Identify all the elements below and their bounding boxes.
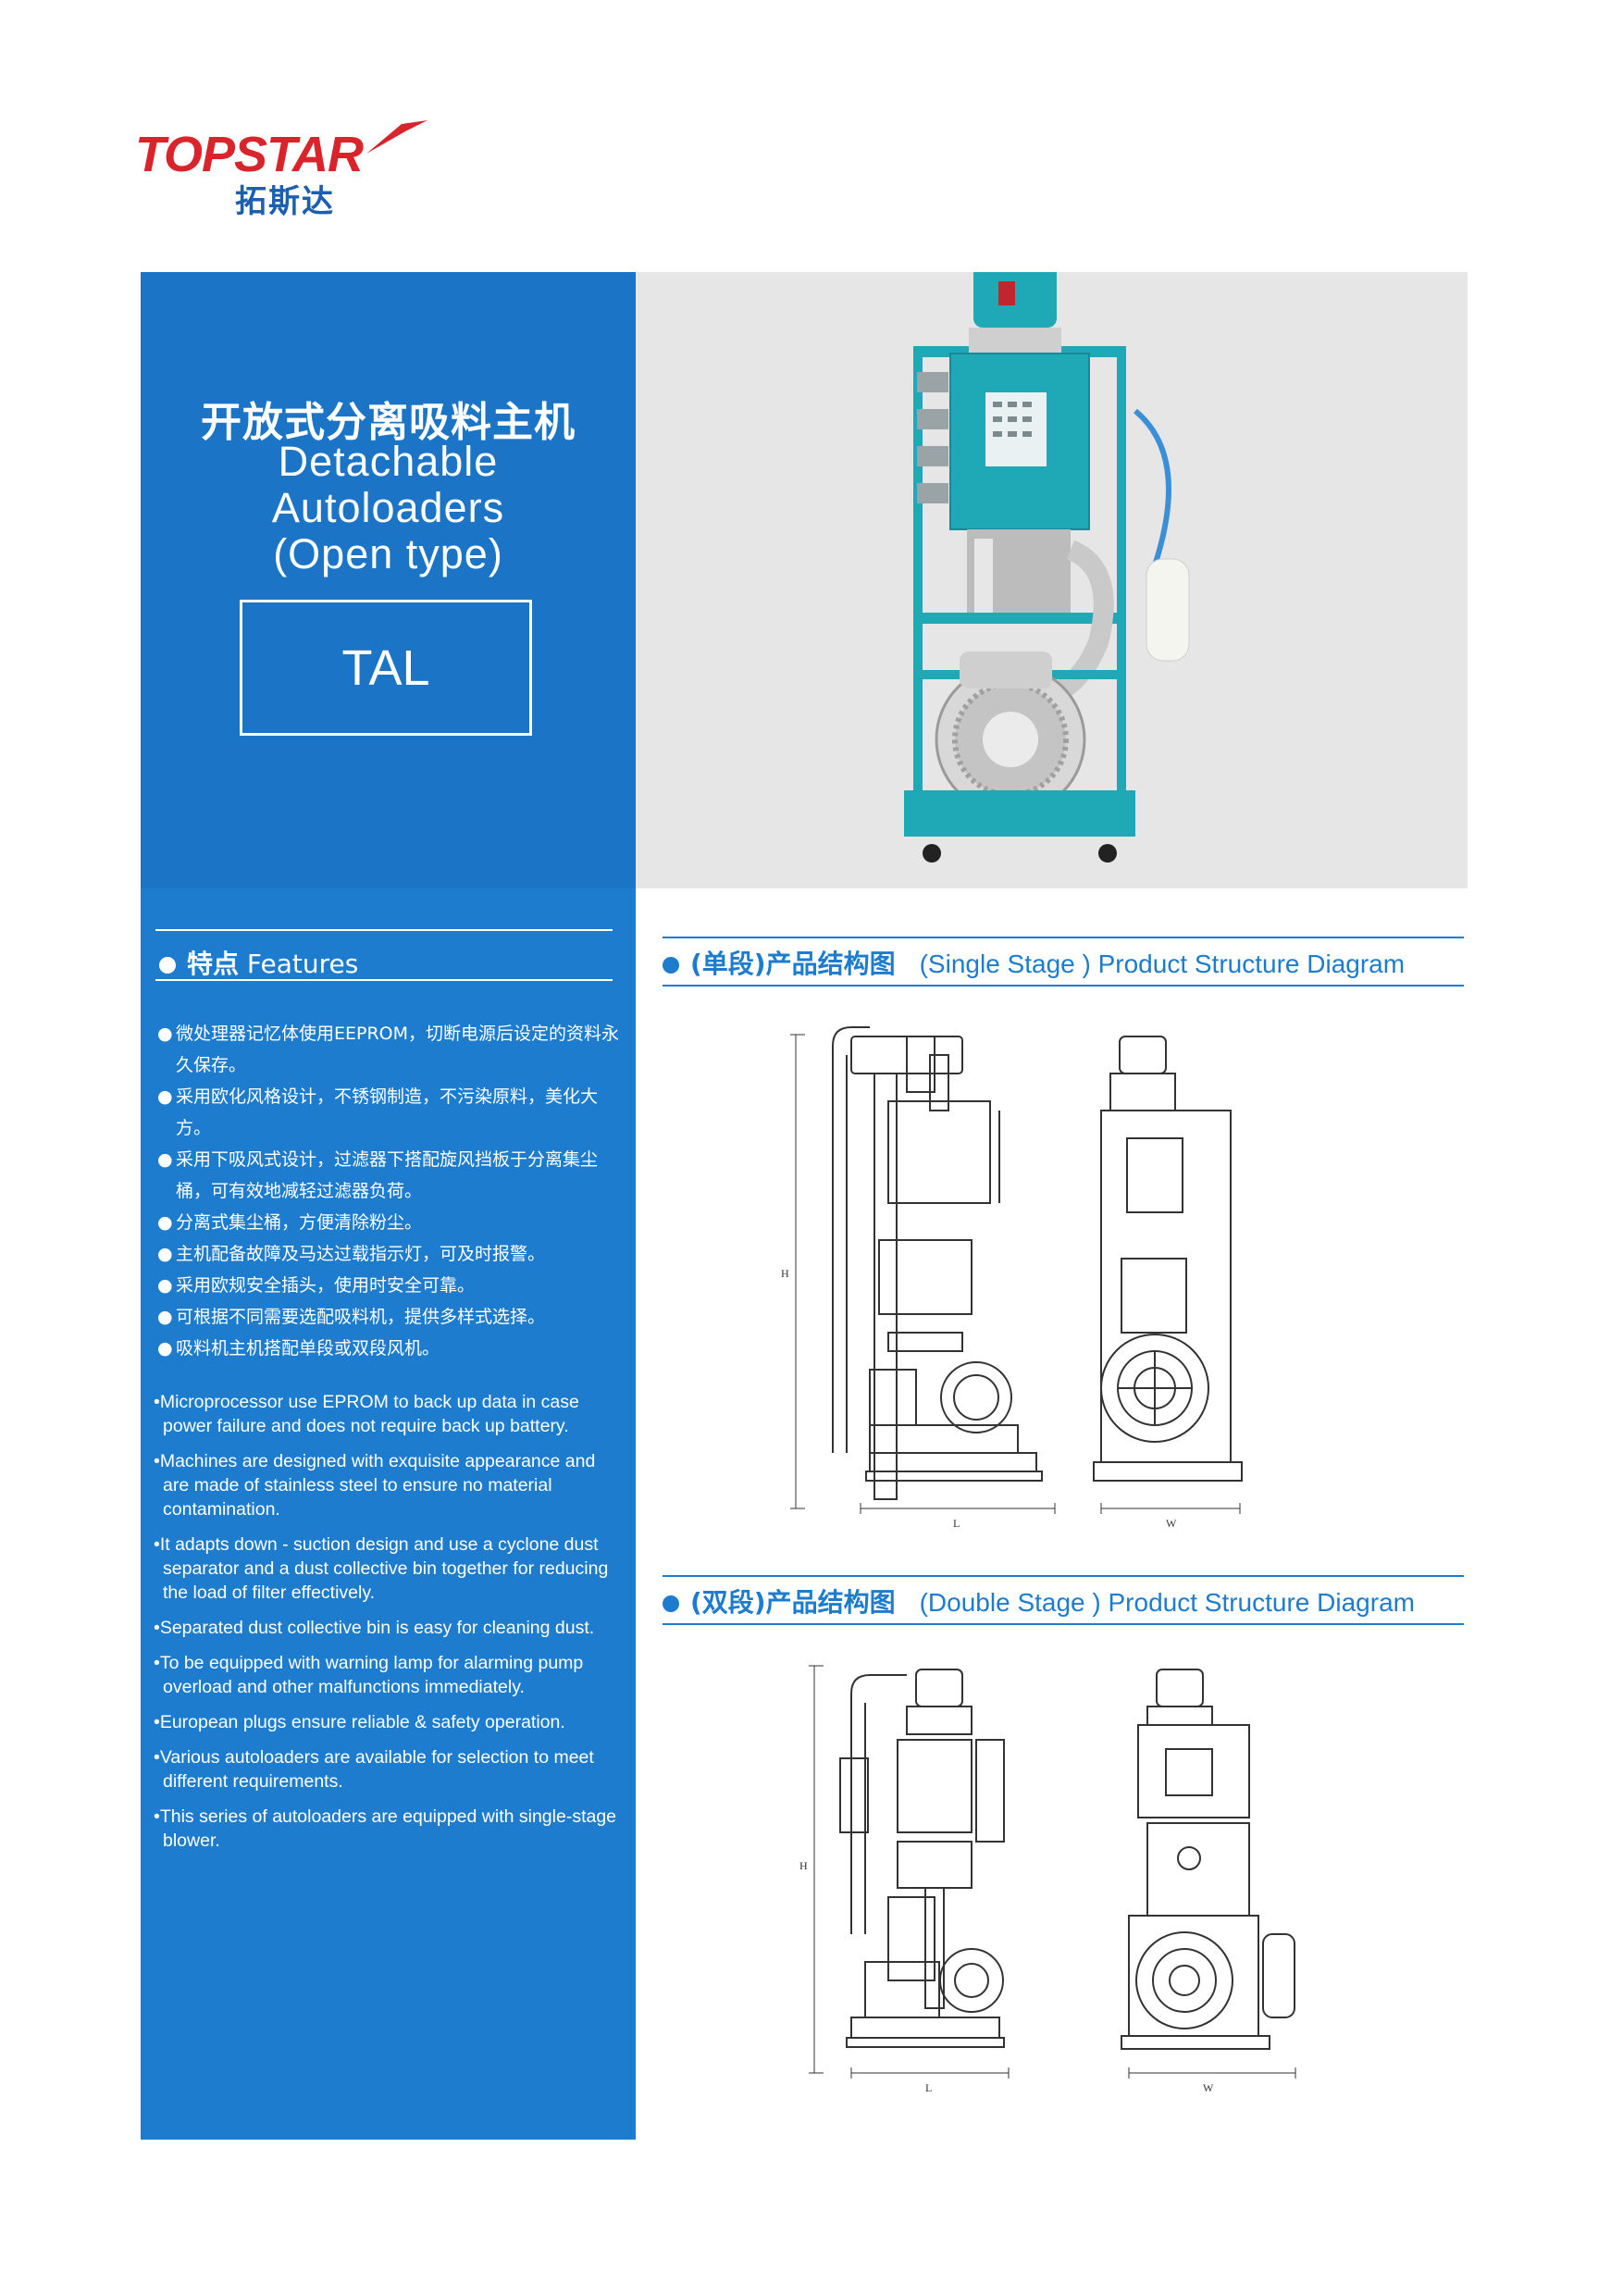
single-stage-dim-h: H xyxy=(781,1267,789,1280)
list-item: •It adapts down - suction design and use… xyxy=(154,1534,609,1603)
list-item: ●微处理器记忆体使用EEPROM，切断电源后设定的资料永久保存。 xyxy=(157,1024,620,1075)
list-item: ●主机配备故障及马达过载指示灯，可及时报警。 xyxy=(157,1244,546,1264)
logo-swoosh-icon xyxy=(366,120,427,154)
list-item: •Machines are designed with exquisite ap… xyxy=(154,1451,596,1520)
double-stage-dim-w: W xyxy=(1203,2081,1214,2094)
double-stage-dim-l: L xyxy=(925,2081,932,2094)
list-item: ●吸料机主机搭配单段或双段风机。 xyxy=(157,1338,440,1359)
list-item: •Separated dust collective bin is easy f… xyxy=(154,1618,595,1638)
list-item: •This series of autoloaders are equipped… xyxy=(154,1806,617,1851)
features-heading: 特点 Features xyxy=(159,944,358,981)
logo-brand-text: TOPSTAR xyxy=(135,127,364,182)
product-title-en-line3: (Open type) xyxy=(273,530,503,577)
list-item: •Various autoloaders are available for s… xyxy=(154,1747,594,1792)
bullet-dot-icon xyxy=(663,1595,679,1612)
list-item: ●采用下吸风式设计，过滤器下搭配旋风挡板于分离集尘桶，可有效地减轻过滤器负荷。 xyxy=(157,1149,599,1201)
autoloader-photo-illustration xyxy=(904,263,1190,863)
model-code-box: TAL xyxy=(240,600,532,736)
features-en-list: •Microprocessor use EPROM to back up dat… xyxy=(154,1390,626,1864)
features-bottom-rule xyxy=(155,979,613,981)
topstar-logo: TOPSTAR 拓斯达 xyxy=(135,118,427,230)
single-stage-heading: (单段)产品结构图(Single Stage ) Product Structu… xyxy=(663,944,1405,981)
double-stage-bottom-rule xyxy=(663,1623,1464,1625)
list-item: ●采用欧化风格设计，不锈钢制造，不污染原料，美化大方。 xyxy=(157,1086,599,1138)
single-stage-bottom-rule xyxy=(663,985,1464,987)
list-item: ●可根据不同需要选配吸料机，提供多样式选择。 xyxy=(157,1307,546,1327)
double-stage-diagram: H L W xyxy=(799,1665,1296,2094)
product-title-cn: 开放式分离吸料主机 xyxy=(201,399,576,446)
single-stage-top-rule xyxy=(663,937,1464,938)
list-item: ●采用欧规安全插头，使用时安全可靠。 xyxy=(157,1275,476,1296)
product-title-en-line2: Autoloaders xyxy=(271,484,505,531)
list-item: •To be equipped with warning lamp for al… xyxy=(154,1653,584,1697)
list-item: •Microprocessor use EPROM to back up dat… xyxy=(154,1392,579,1436)
product-photo-area xyxy=(636,263,1468,888)
double-stage-top-rule xyxy=(663,1575,1464,1577)
model-code: TAL xyxy=(341,639,430,696)
features-cn-list: ●微处理器记忆体使用EEPROM，切断电源后设定的资料永久保存。 ●采用欧化风格… xyxy=(157,1018,629,1364)
double-stage-dim-h: H xyxy=(799,1859,808,1872)
single-stage-dim-w: W xyxy=(1166,1517,1177,1530)
features-top-rule xyxy=(155,929,613,931)
logo-chinese-text: 拓斯达 xyxy=(235,183,335,220)
bullet-dot-icon xyxy=(159,957,176,974)
left-blue-panel-lower xyxy=(141,888,636,2140)
list-item: ●分离式集尘桶，方便清除粉尘。 xyxy=(157,1212,423,1233)
list-item: •European plugs ensure reliable & safety… xyxy=(154,1712,565,1732)
product-title-en-line1: Detachable xyxy=(278,438,499,485)
single-stage-dim-l: L xyxy=(953,1517,960,1530)
double-stage-heading: (双段)产品结构图(Double Stage ) Product Structu… xyxy=(663,1582,1415,1620)
bullet-dot-icon xyxy=(663,957,679,974)
single-stage-diagram: H L W xyxy=(781,1026,1243,1530)
